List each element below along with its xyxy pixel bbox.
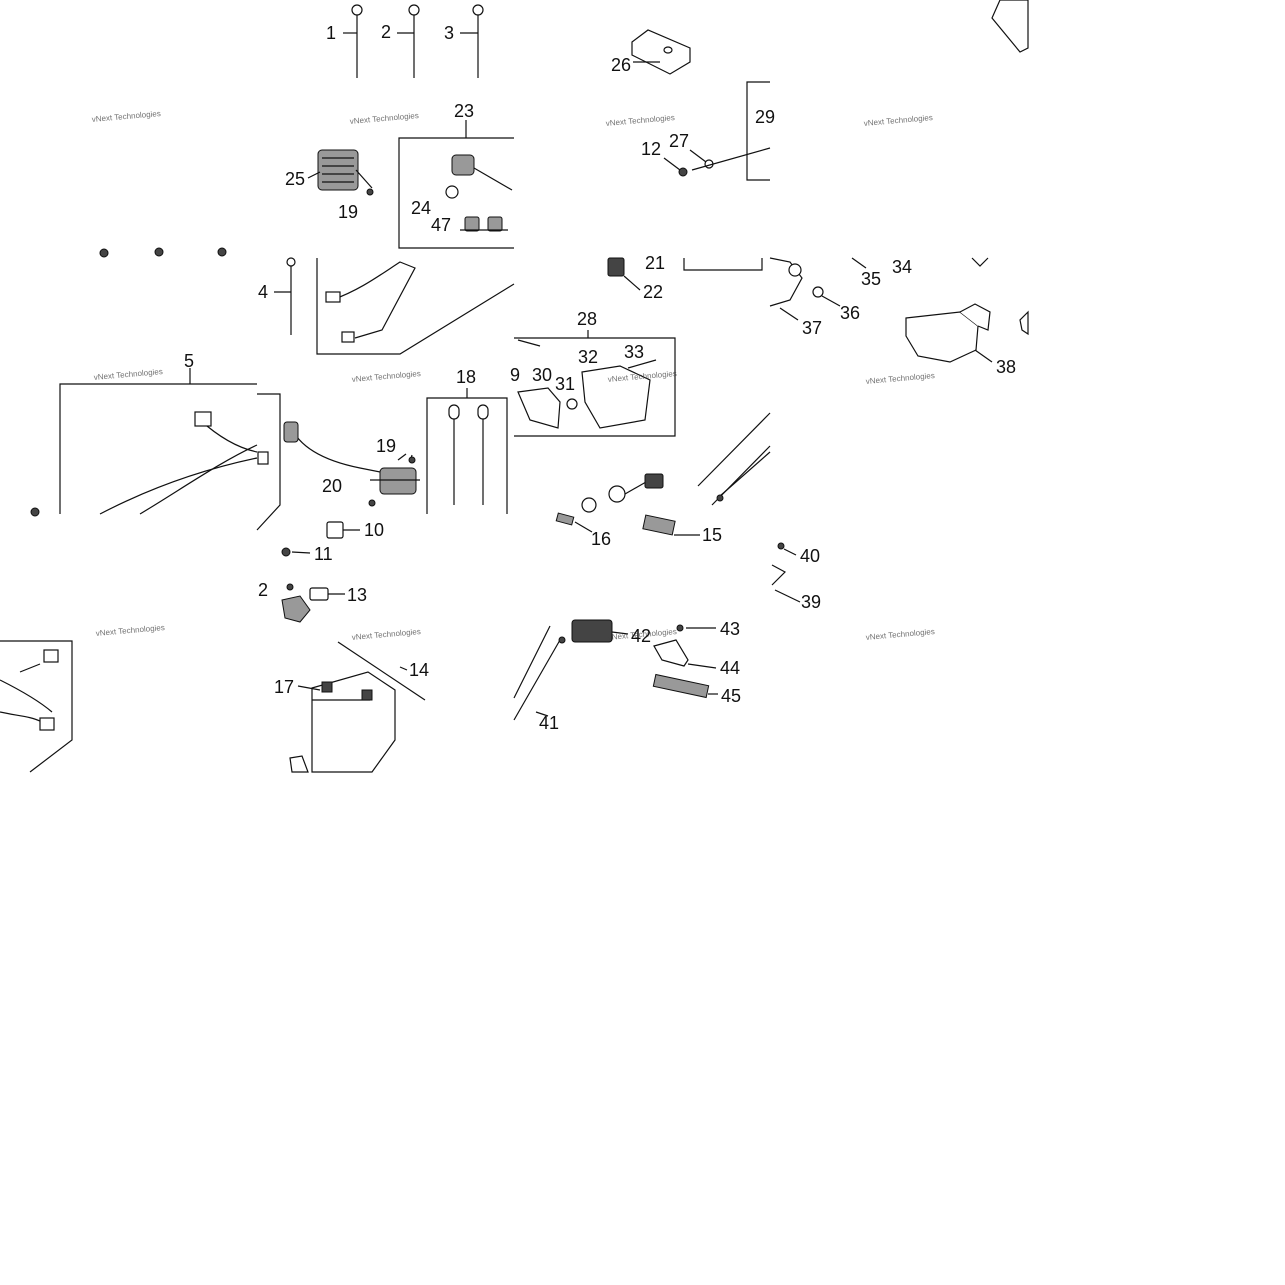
battery-area (281, 521, 426, 773)
ignition-coil (283, 421, 420, 507)
callout-label: 39 (801, 592, 821, 612)
ignition-switch-box (398, 120, 514, 249)
callout-label: 29 (755, 107, 775, 127)
voltage-regulator (307, 149, 374, 196)
callout-label: 18 (456, 367, 476, 387)
callout-label: 3 (444, 23, 454, 43)
callout-label: 19 (338, 202, 358, 222)
callout-label: 47 (431, 215, 451, 235)
callout-label: 40 (800, 546, 820, 566)
watermark-text: vNext Technologies (93, 367, 163, 382)
callout-label: 13 (347, 585, 367, 605)
callout-label: 9 (510, 365, 520, 385)
wire-harness-1 (343, 4, 363, 78)
callout-label: 36 (840, 303, 860, 323)
watermark-text: vNext Technologies (863, 113, 933, 128)
callout-label: 27 (669, 131, 689, 151)
watermark-text: vNext Technologies (95, 623, 165, 638)
callout-label: 30 (532, 365, 552, 385)
watermark-text: vNext Technologies (865, 371, 935, 386)
wire-harness-4 (274, 257, 296, 335)
cable-area-right (697, 412, 771, 506)
callout-label: 2 (258, 580, 268, 600)
callout-label: 16 (591, 529, 611, 549)
callout-label: 44 (720, 658, 740, 678)
callout-label: 12 (641, 139, 661, 159)
callout-label: 41 (539, 713, 559, 733)
callout-label: 10 (364, 520, 384, 540)
callout-label: 23 (454, 101, 474, 121)
callout-label: 25 (285, 169, 305, 189)
callout-label: 19 (376, 436, 396, 456)
callout-label: 22 (643, 282, 663, 302)
watermark-text: vNext Technologies (351, 369, 421, 384)
headlight-fragment-top (991, 0, 1029, 53)
callout-label: 4 (258, 282, 268, 302)
callout-label: 42 (631, 626, 651, 646)
callout-label: 38 (996, 357, 1016, 377)
watermark-text: vNext Technologies (91, 109, 161, 124)
small-nuts-row (30, 247, 227, 517)
callout-label: 5 (184, 351, 194, 371)
callout-label: 43 (720, 619, 740, 639)
relay-22 (607, 257, 763, 291)
callout-label: 20 (322, 476, 342, 496)
callout-label: 14 (409, 660, 429, 680)
callout-label: 37 (802, 318, 822, 338)
watermark-text: vNext Technologies (865, 627, 935, 642)
callout-label: 28 (577, 309, 597, 329)
callout-label: 35 (861, 269, 881, 289)
callout-label: 26 (611, 55, 631, 75)
watermark-text: vNext Technologies (351, 627, 421, 642)
callout-label: 15 (702, 525, 722, 545)
nut-and-washer (663, 81, 771, 181)
callout-label: 17 (274, 677, 294, 697)
callout-label: 33 (624, 342, 644, 362)
wire-harness-2 (397, 4, 420, 78)
callout-label: 45 (721, 686, 741, 706)
callout-label: 24 (411, 198, 431, 218)
main-harness-box (59, 368, 281, 531)
callout-label: 31 (555, 374, 575, 394)
callout-label: 2 (381, 22, 391, 42)
callout-label: 11 (314, 544, 333, 564)
watermark-text: vNext Technologies (349, 111, 419, 126)
wire-harness-3 (460, 4, 484, 78)
callout-label: 32 (578, 347, 598, 367)
headlight-assembly (769, 257, 1029, 363)
harness-box-4 (316, 258, 515, 355)
tail-light-box (514, 330, 676, 437)
watermark-text: vNext Technologies (605, 113, 675, 128)
harness-fragment-bottom-left (0, 640, 73, 773)
bulb-and-socket (555, 473, 700, 536)
callout-label: 1 (326, 23, 336, 43)
callout-label: 21 (645, 253, 665, 273)
bracket-and-fuse-area (513, 542, 801, 721)
cover-26 (631, 29, 691, 75)
battery-cable-box (426, 388, 508, 514)
callout-label: 34 (892, 257, 912, 277)
callout-labels: 1 2 3 4 5 9 10 11 12 13 14 15 16 17 18 1… (184, 22, 1016, 733)
